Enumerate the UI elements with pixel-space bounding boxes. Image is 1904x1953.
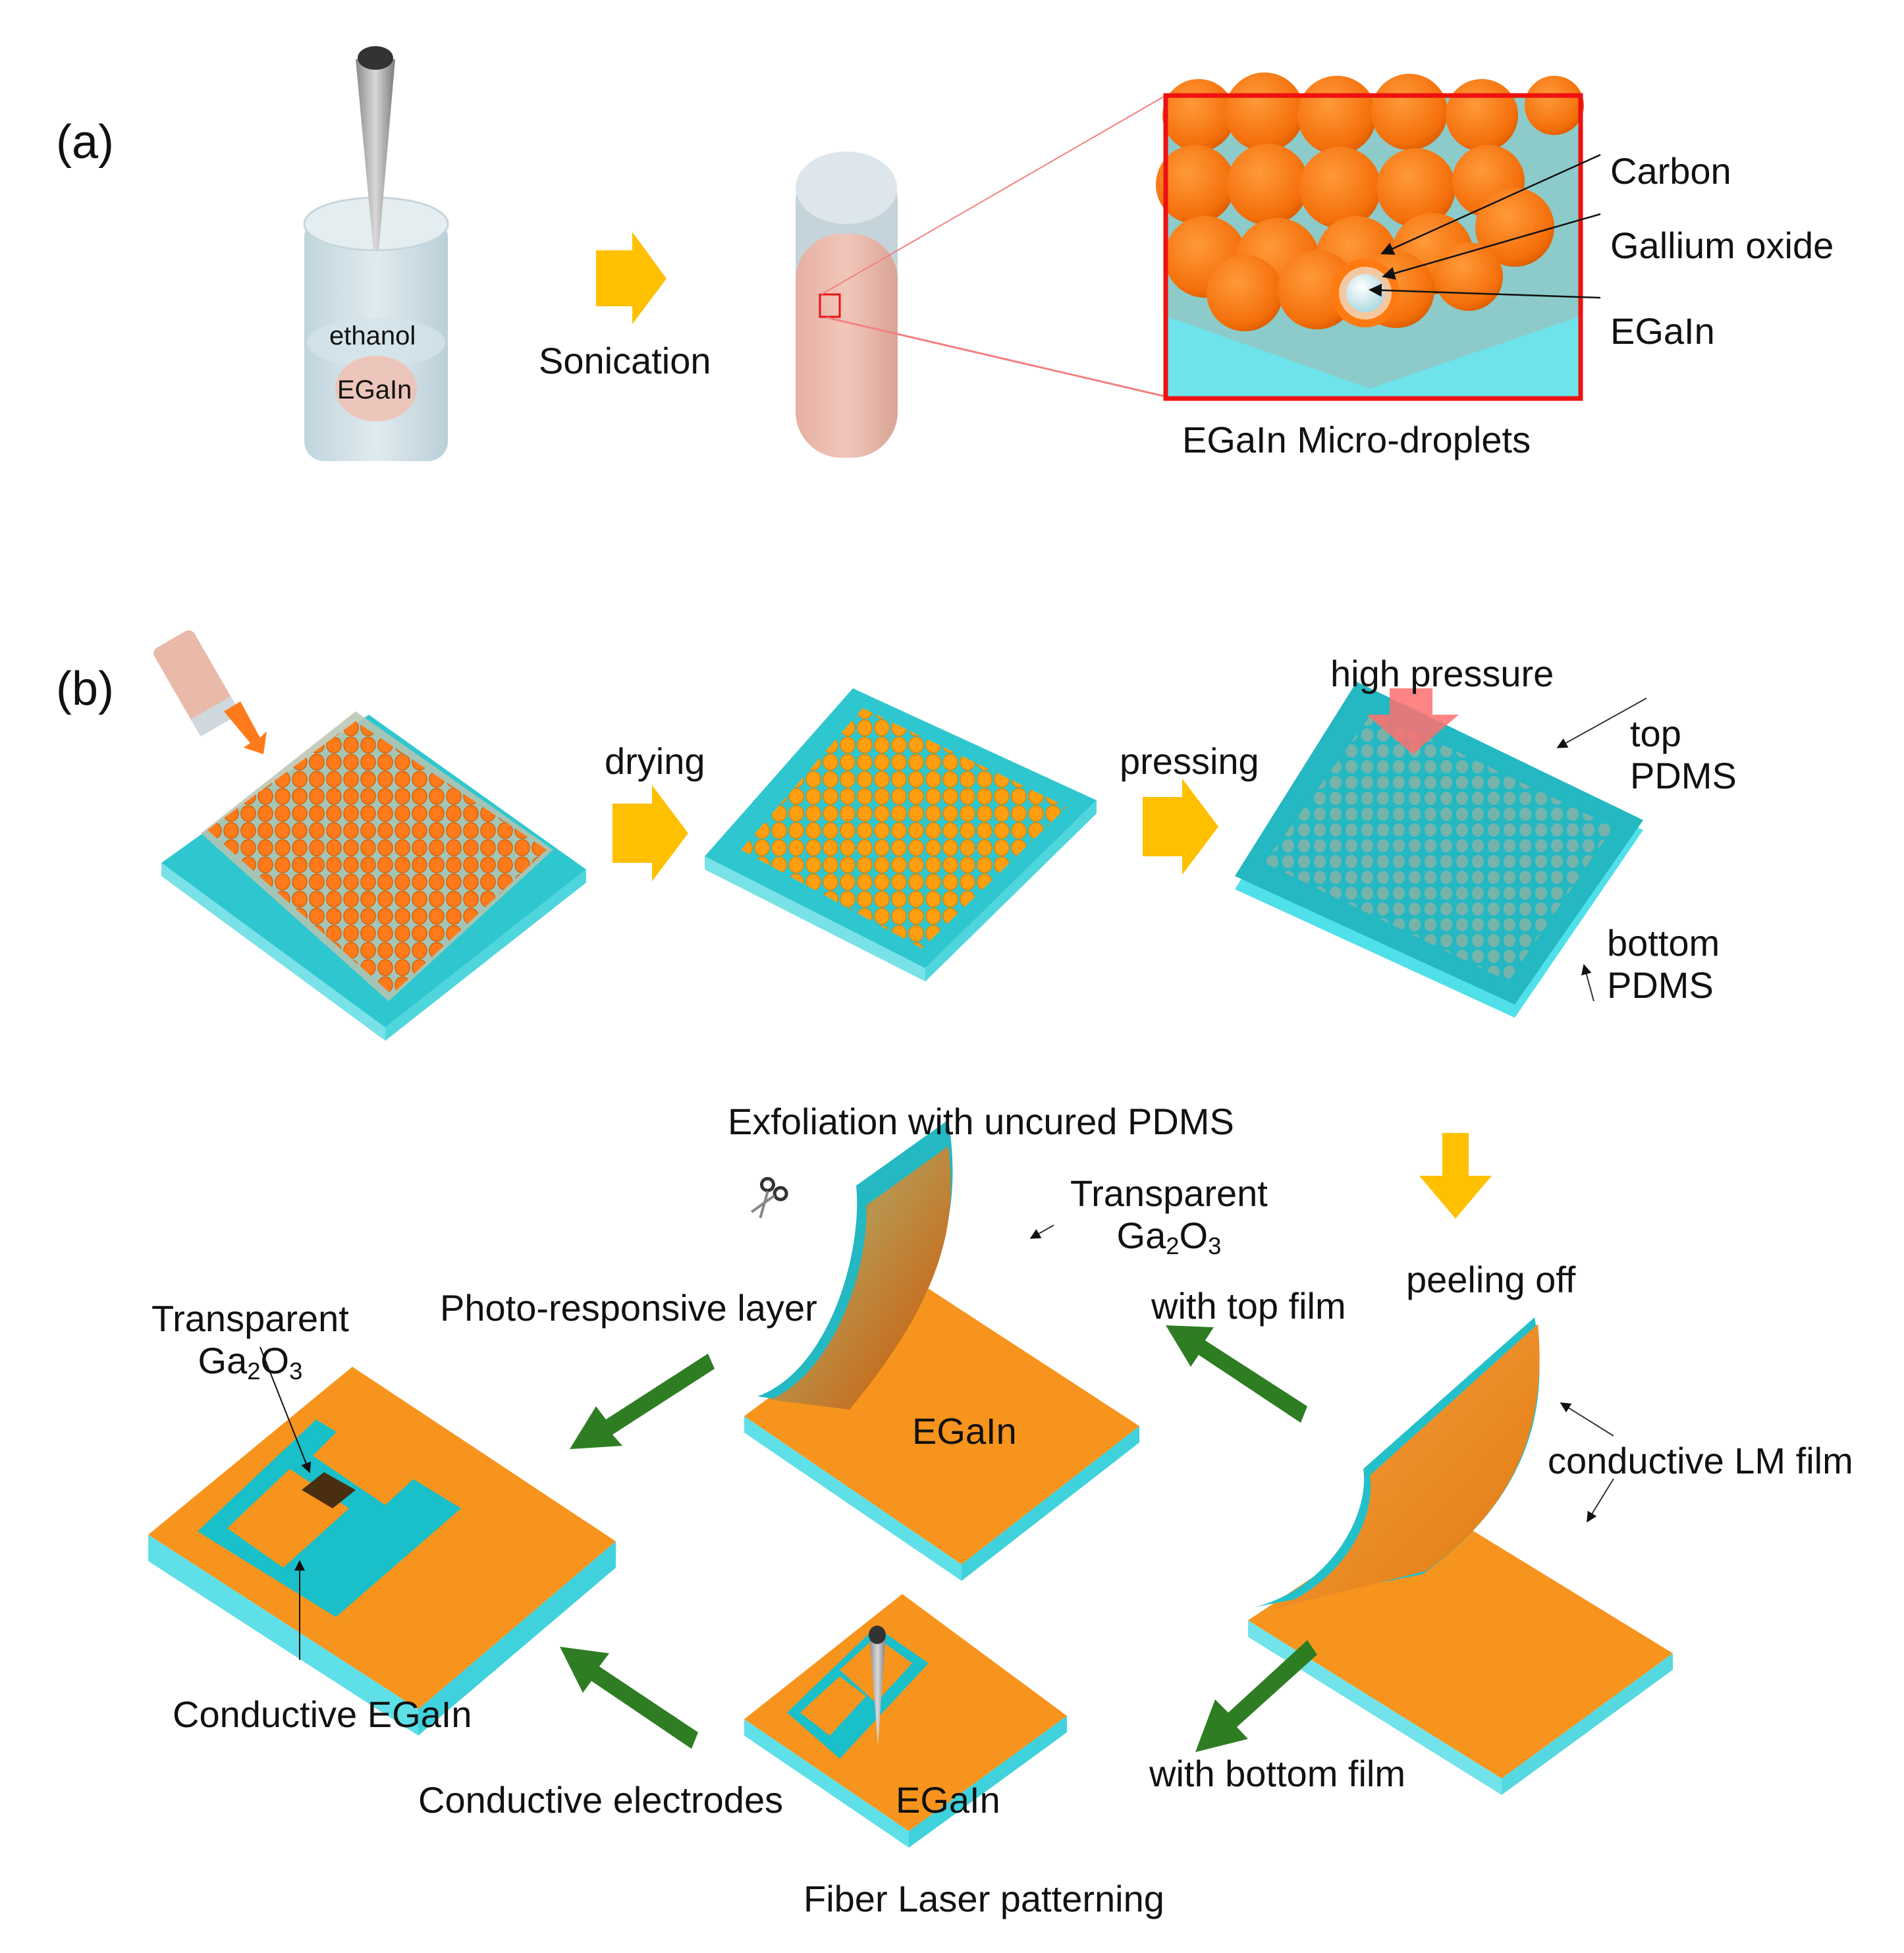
laser-patterning-sample [744,1594,1067,1848]
label-photo-responsive-layer: Photo-responsive layer [440,1287,817,1329]
callout-carbon: Carbon [1610,150,1731,192]
label-exfoliation: Exfoliation with uncured PDMS [728,1101,1234,1142]
exfoliation-sample [744,1120,1139,1581]
label-ga2o3: Ga2O3 [1116,1215,1222,1260]
callout-gallium-oxide: Gallium oxide [1610,225,1834,266]
label-transparent: Transparent [151,1298,349,1339]
cycle-arrows [560,1325,1317,1752]
label-bottom-pdms-line2: PDMS [1607,964,1714,1006]
tube-after-sonication [796,151,898,458]
label-top-pdms-line1: top [1630,713,1681,754]
step-arrow-pressing [1143,779,1218,875]
step-arrow-down [1419,1133,1492,1219]
label-sonication: Sonication [539,340,711,381]
beaker-with-sonicator [303,46,449,461]
label-transparent: Transparent [1070,1172,1268,1214]
panel-label-a: (a) [56,116,114,169]
label-with-top-film: with top film [1151,1285,1346,1327]
substrate-pressed [1235,682,1647,1018]
substrate-dried-droplets [705,688,1097,981]
inset-caption: EGaIn Micro-droplets [1182,419,1531,460]
label-bottom-pdms-line1: bottom [1607,922,1720,964]
label-transparent-ga2o3-top: Transparent Ga2O3 [1070,1172,1268,1260]
droplet-inset [1156,72,1601,401]
label-conductive-egain: Conductive EGaIn [173,1693,472,1735]
panel-label-b: (b) [56,663,114,715]
label-conductive-electrodes: Conductive electrodes [418,1779,784,1821]
label-ga2o3: Ga2O3 [198,1340,303,1385]
label-egain-beaker: EGaIn [337,375,412,404]
arrow-peel-to-laser [1195,1640,1317,1752]
label-pressing: pressing [1120,740,1259,782]
label-fiber-laser: Fiber Laser patterning [803,1878,1164,1919]
label-peeling-off: peeling off [1406,1259,1576,1300]
label-ethanol: ethanol [329,321,416,350]
label-conductive-lm-film: conductive LM film [1548,1440,1853,1481]
label-top-pdms: top PDMS [1630,713,1737,798]
label-with-bottom-film: with bottom film [1149,1753,1405,1794]
step-arrow-sonication [596,232,666,324]
label-egain-exfoliation: EGaIn [912,1410,1017,1452]
label-bottom-pdms: bottom PDMS [1607,922,1720,1007]
label-drying: drying [605,740,705,782]
callout-egain: EGaIn [1610,310,1715,352]
final-device [148,1346,616,1736]
label-egain-laser: EGaIn [896,1779,1000,1821]
substrate-wet-droplets [161,711,586,1041]
peeling-sample [1248,1317,1673,1795]
step-arrow-drying [612,785,688,881]
label-transparent-ga2o3-device: Transparent Ga2O3 [151,1298,349,1385]
label-high-pressure: high pressure [1330,653,1554,694]
arrow-exfoliation-to-device [570,1354,715,1449]
arrow-peel-to-exfoliation [1166,1325,1307,1423]
dropper [153,630,241,737]
scissors-icon [751,1176,788,1219]
label-top-pdms-line2: PDMS [1630,755,1737,797]
arrow-laser-to-device [560,1647,698,1749]
